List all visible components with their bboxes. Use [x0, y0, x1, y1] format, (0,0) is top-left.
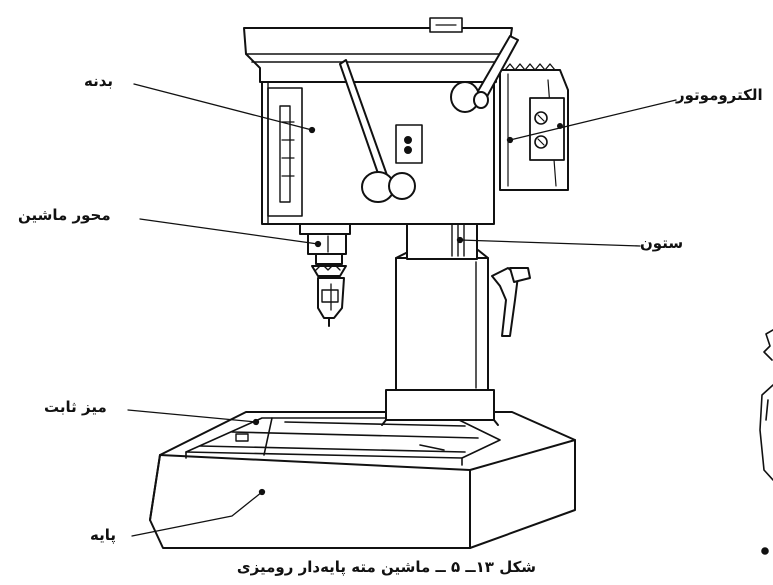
adjacent-figure-fragment [759, 329, 773, 555]
leader-column [459, 239, 641, 247]
electric-motor [499, 63, 569, 191]
label-spindle: محور ماشین [18, 206, 111, 224]
leader-base [131, 491, 263, 537]
leader-body [133, 83, 313, 131]
feed-handle [339, 59, 416, 203]
leader-lines [127, 83, 677, 537]
column-clamp-lever [491, 267, 531, 337]
leader-motor [509, 99, 677, 141]
column [381, 214, 499, 426]
label-body: بدنه [84, 72, 114, 90]
leader-spindle [139, 218, 319, 245]
label-electric-motor: الکتروموتور [676, 86, 763, 104]
leader-fixed-table [127, 409, 257, 423]
belt-tension-lever [450, 35, 519, 113]
label-column: ستون [640, 234, 684, 252]
belt-cover [243, 17, 513, 83]
label-fixed-table: میز ثابت [44, 398, 107, 416]
spindle-and-chuck [299, 223, 351, 327]
figure-caption: شکل ۱۳ــ ۵ ــ ماشین مته پایه‌دار رومیزی [236, 558, 537, 576]
label-base: پایه [90, 526, 116, 544]
fixed-table [185, 417, 501, 466]
